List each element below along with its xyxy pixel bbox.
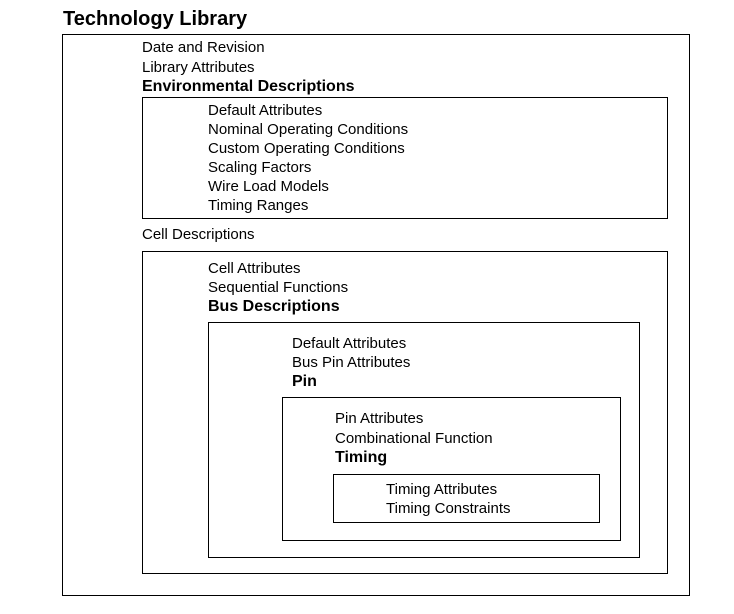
- environmental-box: [142, 97, 668, 219]
- cell-item-cell-attributes: Cell Attributes: [208, 260, 301, 277]
- environmental-heading: Environmental Descriptions: [142, 78, 355, 95]
- cell-item-sequential-functions: Sequential Functions: [208, 279, 349, 296]
- pin-item-combinational-function: Combinational Function: [335, 430, 493, 447]
- cell-descriptions-heading: Cell Descriptions: [142, 226, 255, 243]
- library-item-library-attributes: Library Attributes: [142, 59, 255, 76]
- env-item-wire-load-models: Wire Load Models: [208, 178, 329, 195]
- timing-item-timing-attributes: Timing Attributes: [386, 481, 498, 498]
- env-item-default-attributes: Default Attributes: [208, 102, 323, 119]
- timing-box: [333, 474, 600, 523]
- bus-descriptions-heading: Bus Descriptions: [208, 298, 340, 315]
- timing-item-timing-constraints: Timing Constraints: [386, 500, 511, 517]
- env-item-timing-ranges: Timing Ranges: [208, 197, 309, 214]
- env-item-scaling-factors: Scaling Factors: [208, 159, 312, 176]
- pin-item-pin-attributes: Pin Attributes: [335, 410, 424, 427]
- timing-heading: Timing: [335, 449, 388, 466]
- bus-item-default-attributes: Default Attributes: [292, 335, 407, 352]
- pin-heading: Pin: [292, 373, 317, 390]
- technology-library-title: Technology Library: [63, 8, 248, 30]
- env-item-custom-operating: Custom Operating Conditions: [208, 140, 405, 157]
- bus-item-bus-pin-attributes: Bus Pin Attributes: [292, 354, 411, 371]
- library-item-date-revision: Date and Revision: [142, 39, 265, 56]
- env-item-nominal-operating: Nominal Operating Conditions: [208, 121, 409, 138]
